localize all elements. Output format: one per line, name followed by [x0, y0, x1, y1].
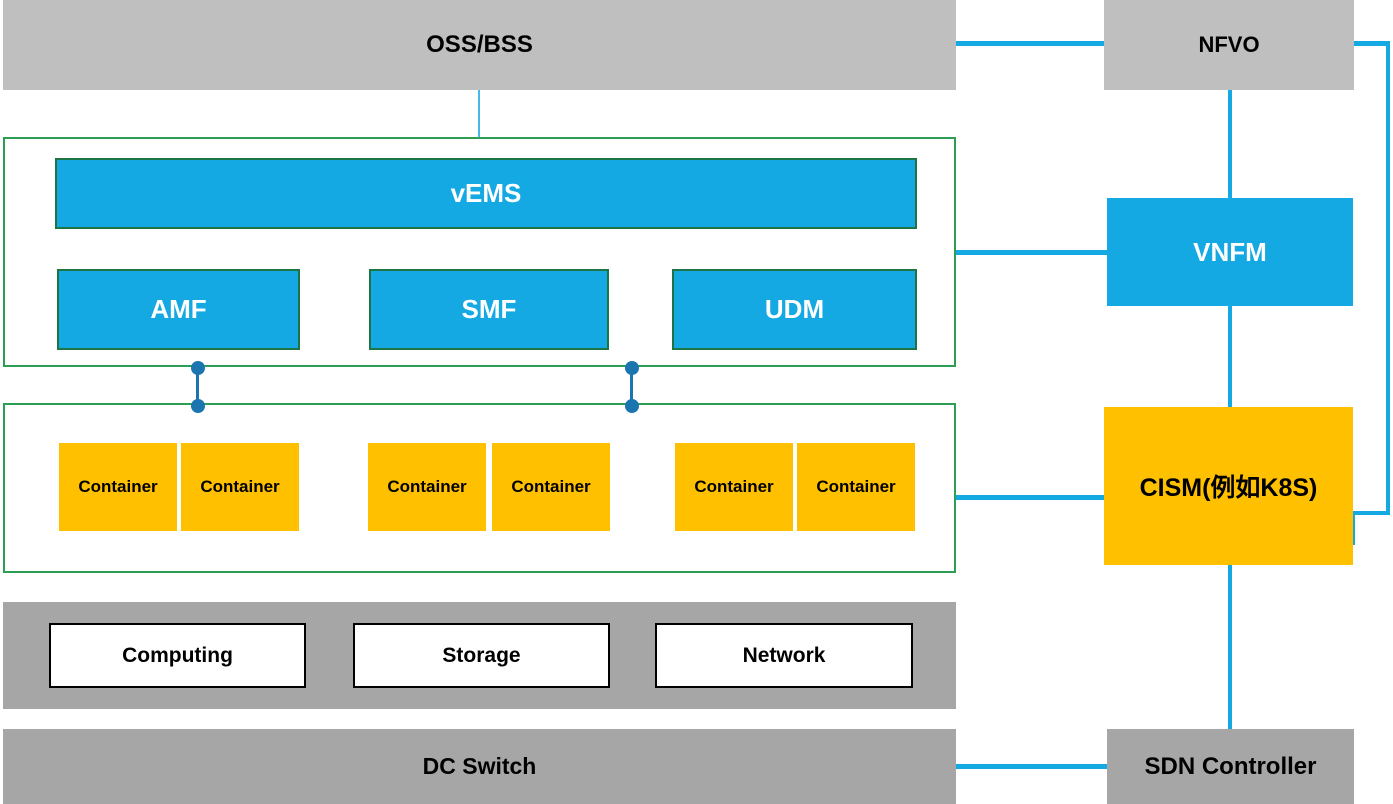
container-box-6: Container: [797, 443, 915, 531]
connector-ossbss-nfvo: [956, 41, 1104, 46]
smf-box: SMF: [369, 269, 609, 350]
dot-connector-right-bottom: [625, 399, 639, 413]
connector-vnf-group-vnfm: [956, 250, 1107, 255]
connector-nfvo-cism-bottom-segment: [1353, 511, 1390, 515]
vems-box: vEMS: [55, 158, 917, 229]
storage-box: Storage: [353, 623, 610, 688]
connector-dcswitch-sdn: [956, 764, 1107, 769]
cism-box: CISM(例如K8S): [1104, 407, 1353, 565]
dot-connector-left-top: [191, 361, 205, 375]
sdn-controller-box: SDN Controller: [1107, 729, 1354, 804]
oss-bss-bar: OSS/BSS: [3, 0, 956, 90]
connector-nfvo-vnfm: [1228, 90, 1232, 198]
container-box-3: Container: [368, 443, 486, 531]
dot-connector-left-bottom: [191, 399, 205, 413]
dc-switch-bar: DC Switch: [3, 729, 956, 804]
connector-nfvo-cism-top-segment: [1354, 41, 1390, 46]
container-box-4: Container: [492, 443, 610, 531]
nfvo-box: NFVO: [1104, 0, 1354, 90]
connector-nfvo-cism-vertical-segment: [1386, 41, 1390, 515]
dot-connector-right-top: [625, 361, 639, 375]
dot-connector-line-right: [630, 368, 633, 406]
udm-box: UDM: [672, 269, 917, 350]
computing-box: Computing: [49, 623, 306, 688]
network-box: Network: [655, 623, 913, 688]
container-box-5: Container: [675, 443, 793, 531]
connector-cism-sdn: [1228, 565, 1232, 729]
container-box-1: Container: [59, 443, 177, 531]
dot-connector-line-left: [196, 368, 199, 406]
connector-vnfm-cism: [1228, 306, 1232, 407]
connector-container-group-cism: [956, 495, 1104, 500]
connector-nfvo-cism-stub: [1351, 513, 1355, 545]
container-box-2: Container: [181, 443, 299, 531]
vnfm-box: VNFM: [1107, 198, 1353, 306]
connector-ossbss-vems-group: [478, 90, 480, 137]
amf-box: AMF: [57, 269, 300, 350]
